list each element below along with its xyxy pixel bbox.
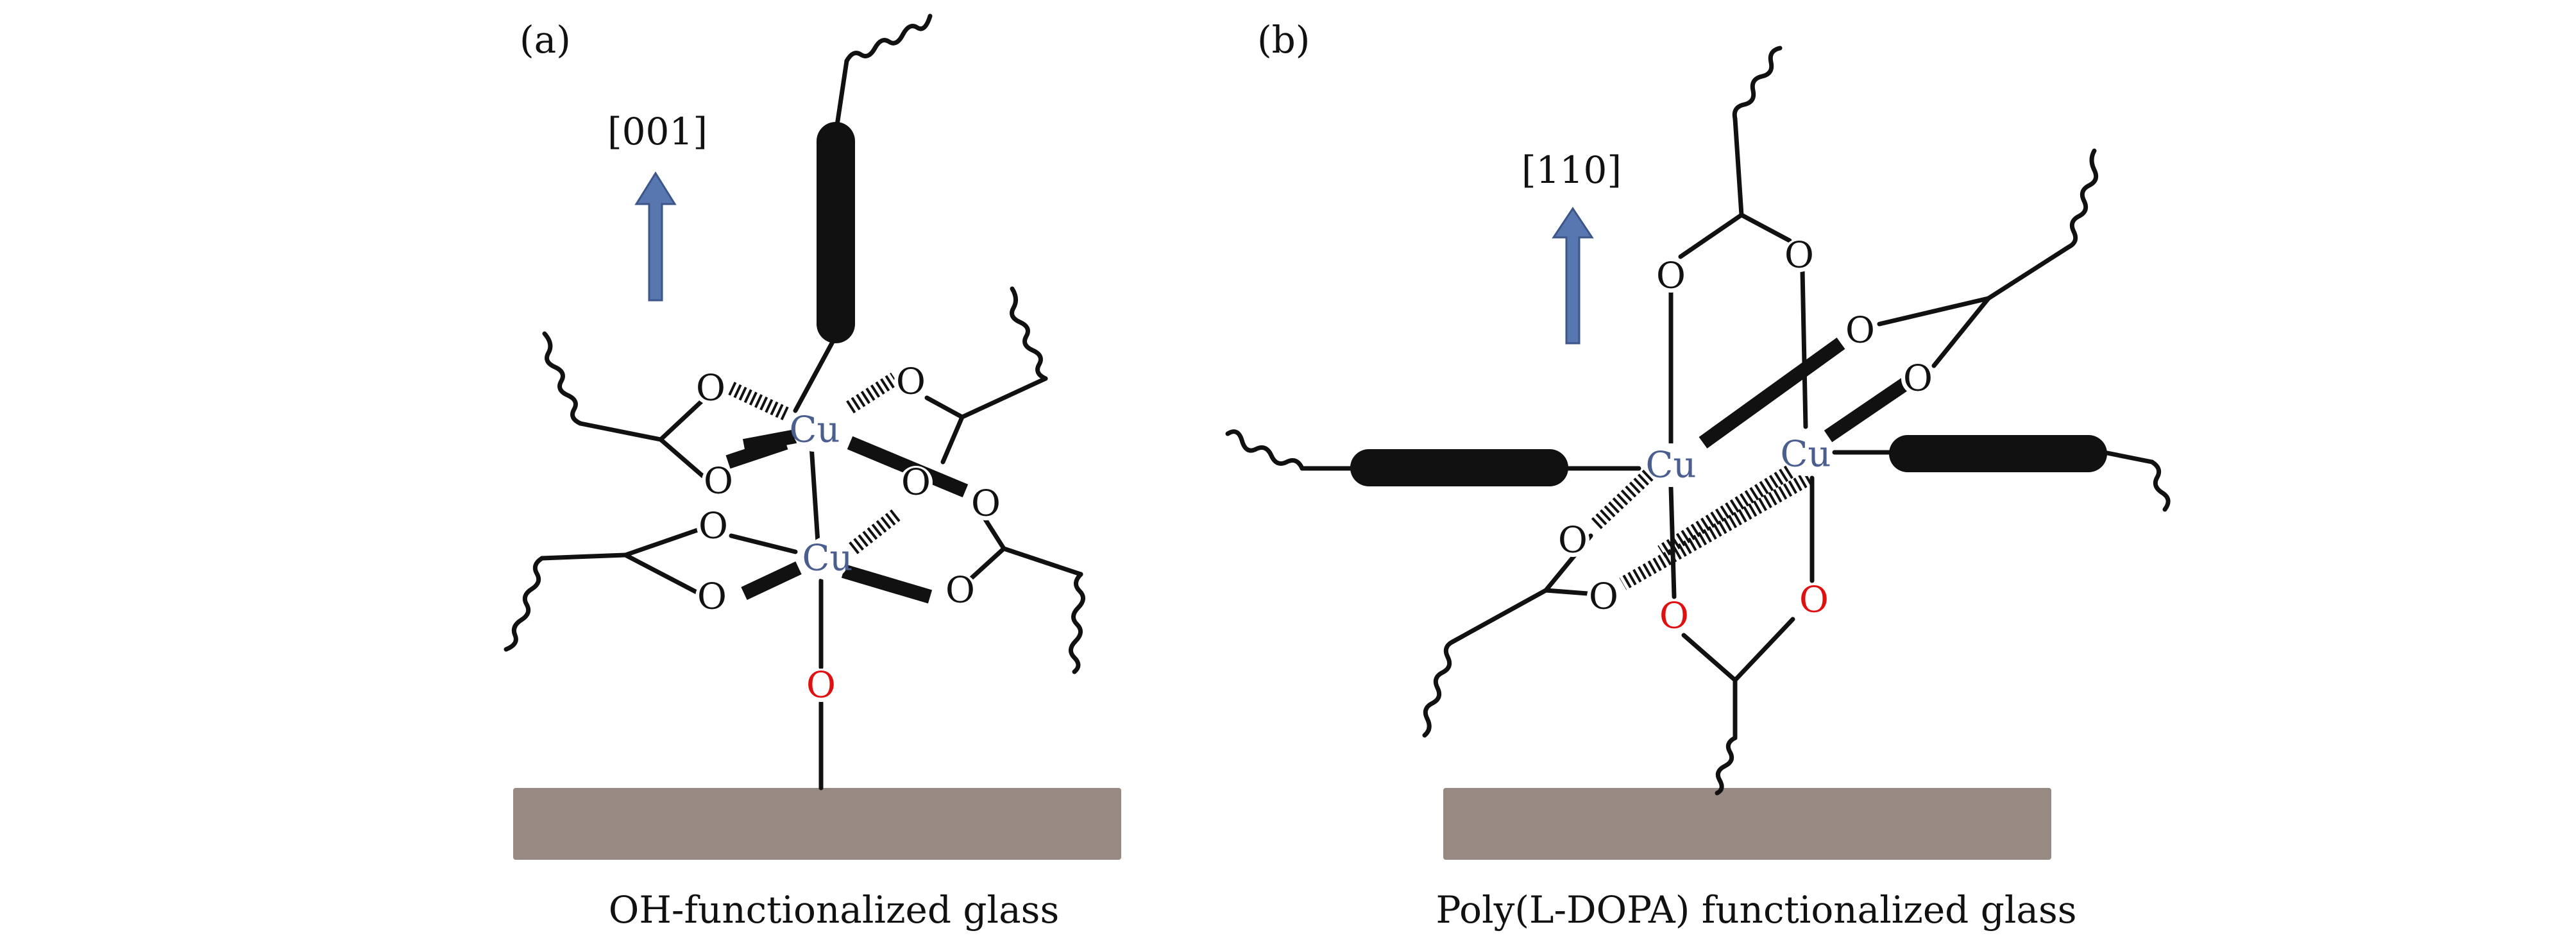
oxygen-atom: O <box>697 576 727 618</box>
surface-oxygen-atom: O <box>1659 595 1689 637</box>
oxygen-atom: O <box>699 506 728 547</box>
cu-atom-top-a: Cu <box>790 409 840 451</box>
surface-oxygen-atom: O <box>1799 579 1829 621</box>
glass-substrate-a <box>513 788 1121 860</box>
wavy-chain-group-a <box>504 13 1085 674</box>
oxygen-atom: O <box>971 483 1001 525</box>
oxygen-atom: O <box>704 461 733 502</box>
panel-a-caption: OH-functionalized glass <box>609 888 1059 932</box>
panel-a: (a) [001] <box>504 13 1121 932</box>
cu-atom-left-b: Cu <box>1646 445 1697 486</box>
up-arrow-icon <box>1552 207 1594 345</box>
wavy-chain-group-b <box>1225 46 2171 796</box>
oxygen-atom: O <box>696 368 725 409</box>
panel-b: (b) [110] <box>1225 18 2171 932</box>
oxygen-atom: O <box>1558 520 1588 561</box>
surface-oxygen-atom: O <box>806 665 836 706</box>
atoms-a: Cu Cu O O O O O O O O O <box>694 361 1003 706</box>
rod-ligand-b-right <box>1889 435 2107 472</box>
cu-atom-right-b: Cu <box>1781 434 1831 475</box>
up-arrow-icon <box>634 171 677 302</box>
oxygen-atom: O <box>1845 310 1875 352</box>
oxygen-atom: O <box>896 361 926 403</box>
panel-a-direction-label: [001] <box>607 110 708 153</box>
atoms-b: Cu Cu O O O O O O O O <box>1556 235 1935 637</box>
oxygen-atom: O <box>1656 255 1686 297</box>
panel-a-label: (a) <box>520 18 571 62</box>
panel-b-direction-label: [110] <box>1521 148 1622 192</box>
oxygen-atom: O <box>945 570 975 611</box>
cu-atom-bottom-a: Cu <box>802 538 853 579</box>
rod-ligand-b-left <box>1350 449 1568 486</box>
oxygen-atom: O <box>1903 358 1933 400</box>
panel-b-label: (b) <box>1257 18 1310 62</box>
oxygen-atom: O <box>1589 576 1618 618</box>
bonds-b <box>1300 116 2155 740</box>
glass-substrate-b <box>1443 788 2051 860</box>
oxygen-atom: O <box>1784 235 1814 277</box>
bonds-a <box>539 58 1083 790</box>
oxygen-atom: O <box>901 462 931 504</box>
panel-b-caption: Poly(L-DOPA) functionalized glass <box>1436 888 2076 932</box>
rod-ligand-a-vertical <box>817 122 855 343</box>
